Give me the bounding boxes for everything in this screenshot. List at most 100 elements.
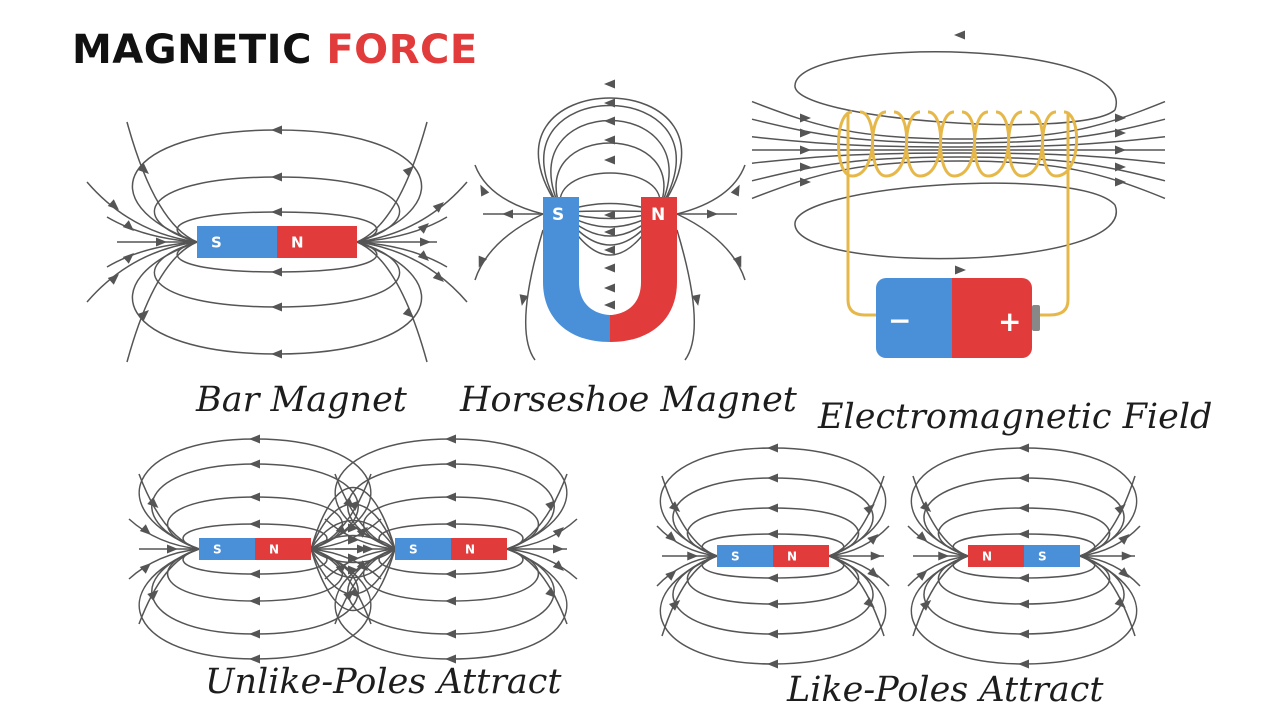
field-arrow-icon xyxy=(604,227,615,237)
field-arrow-icon xyxy=(800,177,811,187)
title-force: FORCE xyxy=(326,27,478,73)
field-arrow-icon xyxy=(920,599,932,611)
field-line xyxy=(912,475,969,557)
field-arrow-icon xyxy=(348,565,359,575)
field-arrow-icon xyxy=(955,265,966,275)
field-line xyxy=(537,97,683,213)
bar-magnet-north-label: N xyxy=(291,233,304,251)
field-arrow-icon xyxy=(669,501,681,513)
field-arrow-icon xyxy=(249,434,260,444)
field-arrow-icon xyxy=(445,492,456,502)
horseshoe-south-arm xyxy=(543,197,610,342)
field-arrow-icon xyxy=(348,553,359,563)
bar-magnet-south-label: S xyxy=(211,233,222,251)
field-line xyxy=(661,475,718,557)
field-arrow-icon xyxy=(767,659,778,669)
unlike-left-north-label: N xyxy=(269,542,279,556)
field-line xyxy=(126,241,198,363)
field-line xyxy=(907,525,969,557)
field-arrow-icon xyxy=(767,473,778,483)
field-arrow-icon xyxy=(478,255,488,268)
field-arrow-icon xyxy=(800,162,811,172)
field-line xyxy=(912,555,969,637)
field-arrow-icon xyxy=(920,501,932,513)
battery-positive-half xyxy=(952,278,1032,358)
field-arrow-icon xyxy=(707,209,718,219)
field-arrow-icon xyxy=(271,302,282,312)
field-arrow-icon xyxy=(767,573,778,583)
field-line xyxy=(828,555,890,587)
field-line xyxy=(106,216,198,243)
field-arrow-icon xyxy=(916,569,928,581)
unlike-left-north-block xyxy=(255,538,311,560)
field-arrow-icon xyxy=(665,569,677,581)
field-arrow-icon xyxy=(954,30,965,40)
unlike-left-south-block xyxy=(199,538,255,560)
field-line xyxy=(828,475,885,557)
field-arrow-icon xyxy=(552,526,564,538)
field-arrow-icon xyxy=(335,524,347,536)
field-line xyxy=(1079,475,1136,557)
field-arrow-icon xyxy=(1018,659,1029,669)
field-arrow-icon xyxy=(1018,443,1029,453)
field-arrow-icon xyxy=(139,562,151,574)
field-line xyxy=(751,118,1166,144)
field-arrow-icon xyxy=(402,307,414,319)
field-line xyxy=(310,548,396,579)
field-arrow-icon xyxy=(349,499,361,511)
field-arrow-icon xyxy=(249,569,260,579)
field-line xyxy=(751,156,1166,182)
field-arrow-icon xyxy=(1114,597,1126,609)
field-arrow-icon xyxy=(432,271,444,283)
field-line xyxy=(676,229,696,361)
battery-plus-label: + xyxy=(998,305,1021,338)
field-arrow-icon xyxy=(1115,145,1126,155)
field-arrow-icon xyxy=(249,492,260,502)
field-arrow-icon xyxy=(1018,629,1029,639)
field-arrow-icon xyxy=(1018,473,1029,483)
field-arrow-icon xyxy=(767,629,778,639)
field-arrow-icon xyxy=(107,199,119,211)
field-line xyxy=(356,241,468,303)
like-left-south-block xyxy=(717,545,773,567)
like-right-north-block xyxy=(968,545,1024,567)
field-line xyxy=(555,142,665,213)
caption-bar-magnet: Bar Magnet xyxy=(196,380,407,420)
field-arrow-icon xyxy=(1118,533,1130,545)
caption-like-poles: Like-Poles Attract xyxy=(787,670,1104,710)
field-arrow-icon xyxy=(445,434,456,444)
field-arrow-icon xyxy=(432,201,444,213)
field-line xyxy=(126,121,198,243)
field-arrow-icon xyxy=(1018,503,1029,513)
field-arrow-icon xyxy=(348,535,359,545)
like-left-north-block xyxy=(773,545,829,567)
field-arrow-icon xyxy=(480,184,490,197)
field-line xyxy=(794,182,1117,260)
field-arrow-icon xyxy=(147,589,159,601)
field-arrow-icon xyxy=(137,163,149,175)
field-arrow-icon xyxy=(604,263,615,273)
field-arrow-icon xyxy=(1018,599,1029,609)
field-arrow-icon xyxy=(691,294,701,306)
field-arrow-icon xyxy=(1018,529,1029,539)
bar-magnet-north-block xyxy=(277,226,357,258)
field-arrow-icon xyxy=(249,459,260,469)
field-arrow-icon xyxy=(343,497,355,509)
field-arrow-icon xyxy=(604,79,615,89)
field-arrow-icon xyxy=(552,560,564,572)
field-line xyxy=(1079,525,1141,557)
field-line xyxy=(506,548,568,625)
battery-negative-half xyxy=(876,278,956,358)
battery-join-right xyxy=(952,278,966,358)
electromagnet-panel: −+ xyxy=(751,30,1166,358)
field-arrow-icon xyxy=(249,519,260,529)
field-line xyxy=(86,241,198,303)
bar-magnet-south-block xyxy=(197,226,277,258)
field-arrow-icon xyxy=(867,533,879,545)
field-arrow-icon xyxy=(519,294,529,306)
unlike-right-south-label: S xyxy=(409,542,418,556)
field-line xyxy=(1079,555,1141,587)
title-magnetic: MAGNETIC xyxy=(72,27,312,73)
field-arrow-icon xyxy=(137,309,149,321)
